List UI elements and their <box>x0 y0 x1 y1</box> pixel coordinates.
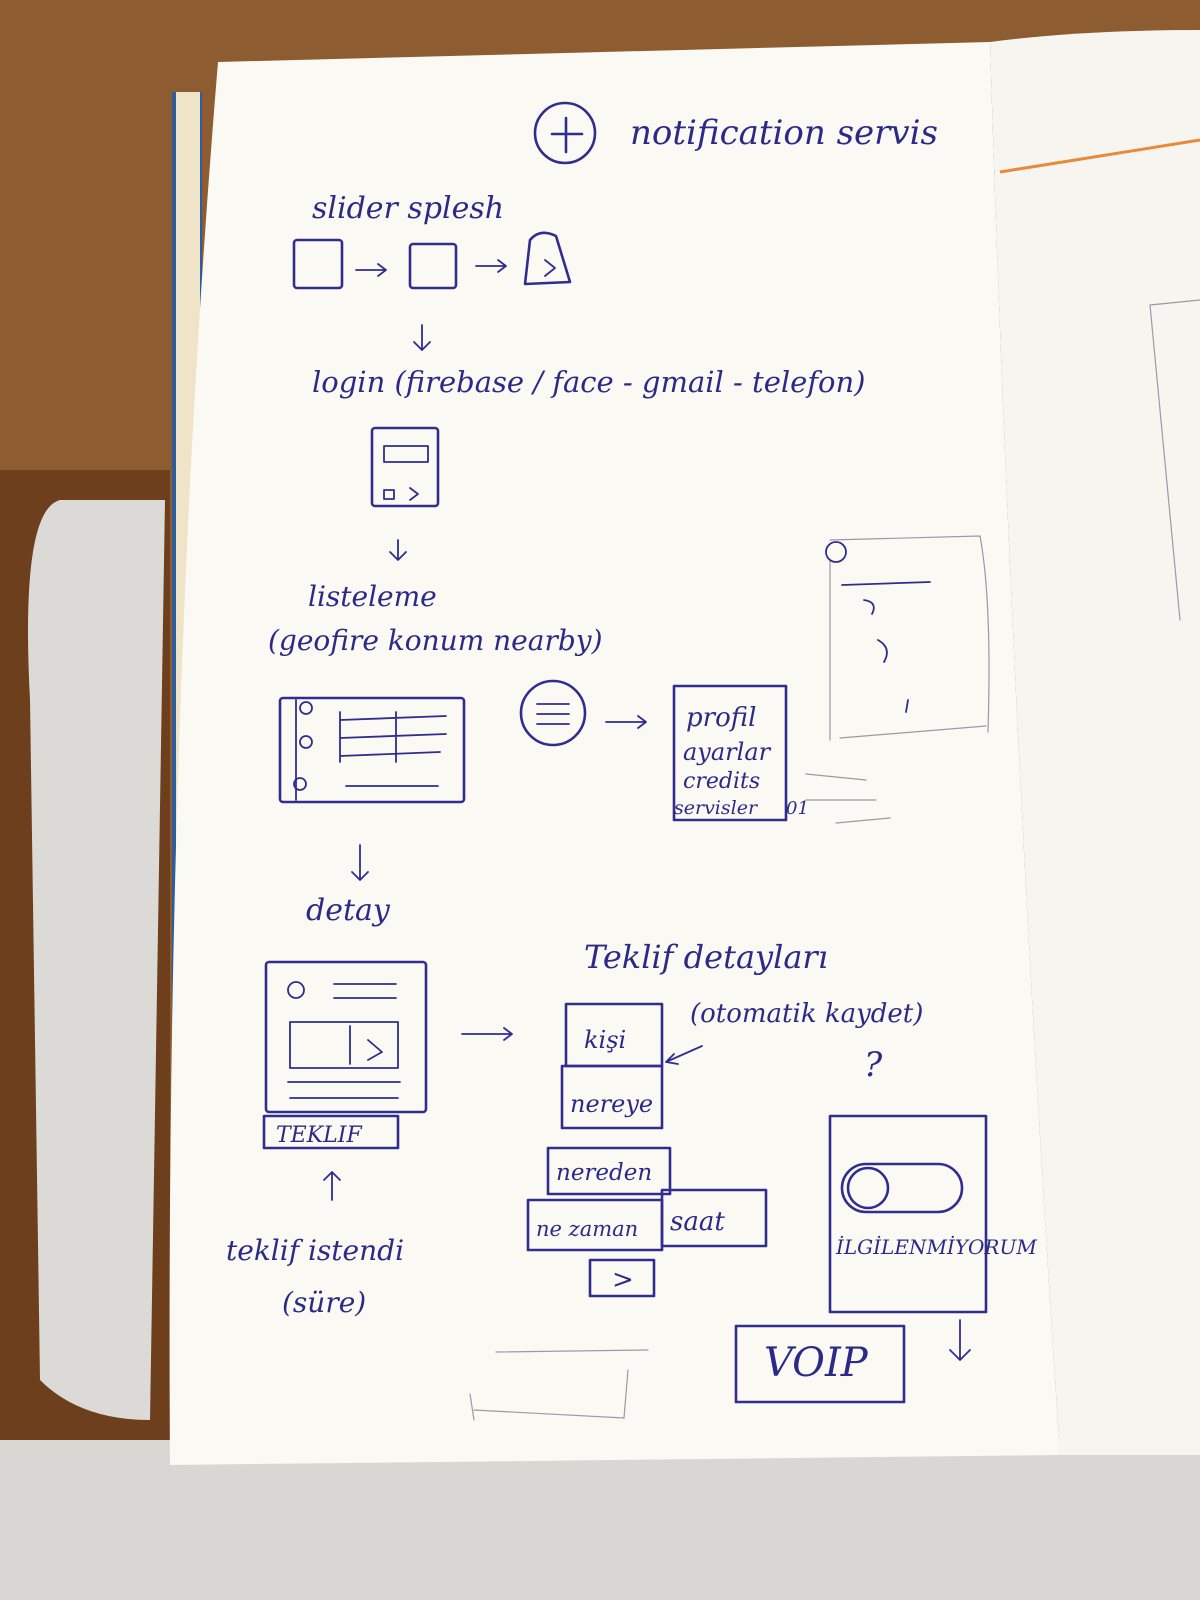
list-item-avatar-icon <box>299 701 313 715</box>
pencil-sketch <box>469 1349 649 1421</box>
teklif-button[interactable] <box>262 1114 400 1150</box>
chevron-right-icon <box>409 487 419 501</box>
arrow-right-icon <box>355 263 387 277</box>
offer-details-question: ? <box>864 1045 883 1085</box>
login-social-sketch <box>383 489 395 500</box>
chair-back <box>28 500 165 1420</box>
arrow-down-icon <box>351 844 369 881</box>
hamburger-lines <box>536 703 570 725</box>
teklif-button-label: TEKLIF <box>276 1123 362 1148</box>
toggle-label: İLGİLENMİYORUM <box>835 1235 1037 1259</box>
pencil-sketch <box>805 535 990 824</box>
menu-item-count: 01 <box>786 798 809 819</box>
arrow-right-icon <box>475 259 507 273</box>
menu-item-servisler[interactable]: servisler <box>674 797 759 819</box>
floor <box>0 1440 1200 1600</box>
arrow-right-icon <box>461 1027 513 1041</box>
right-page <box>990 30 1200 1455</box>
toggle-switch[interactable] <box>840 1162 964 1214</box>
plus-circle-icon <box>533 101 597 165</box>
list-rows-sketch <box>295 699 447 801</box>
menu-item-profil[interactable]: profil <box>686 703 756 733</box>
orange-rule-line <box>999 138 1200 174</box>
field-saat[interactable] <box>660 1188 768 1248</box>
list-item-avatar-icon <box>293 777 307 791</box>
arrow-down-icon <box>389 539 407 561</box>
detail-label: detay <box>306 893 391 928</box>
listing-sublabel: (geofire konum nearby) <box>268 624 603 657</box>
side-menu-sketch <box>672 684 788 822</box>
arrow-right-icon <box>605 715 647 729</box>
menu-item-ayarlar[interactable]: ayarlar <box>683 738 772 766</box>
field-nereye-label: nereye <box>570 1090 653 1118</box>
offer-details-subtitle: (otomatik kaydet) <box>690 999 923 1029</box>
slide-box-2 <box>408 242 458 290</box>
detail-image-sketch <box>289 1021 399 1069</box>
slide-box-1 <box>292 238 344 290</box>
slider-splash-label: slider splesh <box>312 191 504 226</box>
notification-scribbles <box>841 581 931 713</box>
voip-box[interactable] <box>734 1324 906 1404</box>
hamburger-menu-icon[interactable] <box>519 679 587 747</box>
next-button[interactable] <box>588 1258 656 1298</box>
toggle-knob <box>846 1166 890 1210</box>
plus-icon <box>550 116 584 154</box>
login-input-sketch <box>383 445 429 463</box>
left-page <box>169 42 1060 1465</box>
listing-label: listeleme <box>308 580 437 613</box>
offer-details-title: Teklif detayları <box>584 938 828 976</box>
incoming-screen-sketch <box>828 1114 988 1314</box>
sure-label: (süre) <box>282 1286 366 1319</box>
field-kisi-label: kişi <box>584 1026 626 1054</box>
arrow-down-icon <box>949 1319 971 1361</box>
detail-screen-sketch <box>264 960 428 1114</box>
menu-item-credits[interactable]: credits <box>683 769 760 794</box>
field-nereden[interactable] <box>546 1146 672 1196</box>
field-ne-zaman-label: ne zaman <box>536 1217 638 1241</box>
login-label: login (firebase / face - gmail - telefon… <box>312 365 866 399</box>
field-saat-label: saat <box>670 1207 725 1237</box>
listing-screen-sketch <box>278 696 466 804</box>
detail-text-lines <box>287 983 401 1099</box>
login-screen-sketch <box>370 426 440 508</box>
voip-label: VOIP <box>764 1340 869 1386</box>
header-text: notification servis <box>630 113 938 153</box>
arrow-pointer-icon <box>665 1045 703 1065</box>
field-nereden-label: nereden <box>556 1160 652 1186</box>
arrow-up-icon <box>323 1171 341 1201</box>
detail-image-divider <box>349 1025 383 1065</box>
badge-icon <box>825 541 847 563</box>
detail-avatar-icon <box>287 981 305 999</box>
slide-box-3 <box>523 231 572 286</box>
teklif-istendi-label: teklif istendi <box>226 1234 404 1267</box>
chevron-right-icon <box>544 259 556 277</box>
next-button-label: > <box>612 1265 634 1295</box>
field-nereye[interactable] <box>560 1064 664 1130</box>
list-item-avatar-icon <box>299 735 313 749</box>
arrow-down-icon <box>413 324 431 351</box>
right-page-sketch <box>1149 299 1200 621</box>
